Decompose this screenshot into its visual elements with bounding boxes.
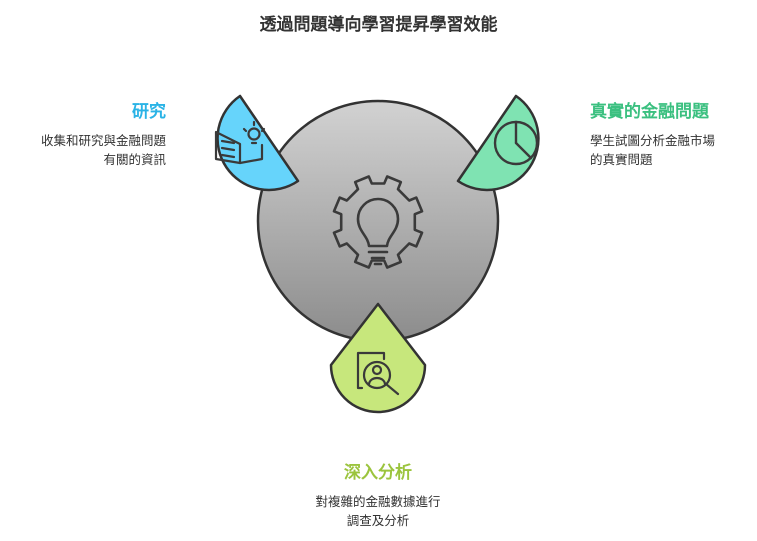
- research-line-1: 收集和研究與金融問題: [40, 133, 166, 148]
- real-problem-line-2: 的真實問題: [590, 152, 653, 167]
- research-heading: 研究: [132, 102, 166, 122]
- analysis-heading: 深入分析: [344, 463, 412, 483]
- real-problem-description: 學生試圖分析金融市場 的真實問題: [590, 131, 750, 169]
- page-title: 透過問題導向學習提昇學習效能: [259, 15, 498, 35]
- research-description: 收集和研究與金融問題 有關的資訊: [10, 131, 166, 169]
- real-problem-node: [456, 94, 540, 192]
- analysis-node: [329, 302, 427, 414]
- research-line-2: 有關的資訊: [103, 152, 166, 167]
- real-problem-heading: 真實的金融問題: [590, 102, 709, 122]
- pie-chart-icon: [493, 120, 539, 166]
- research-node: [216, 94, 300, 192]
- book-lightbulb-icon: [214, 120, 266, 165]
- analysis-line-2: 調查及分析: [346, 513, 410, 528]
- analysis-line-1: 對複雜的金融數據進行: [315, 494, 441, 509]
- magnify-person-icon: [356, 351, 400, 396]
- gear-lightbulb-icon: [332, 175, 424, 269]
- analysis-description: 對複雜的金融數據進行 調查及分析: [278, 492, 478, 530]
- real-problem-line-1: 學生試圖分析金融市場: [590, 133, 716, 148]
